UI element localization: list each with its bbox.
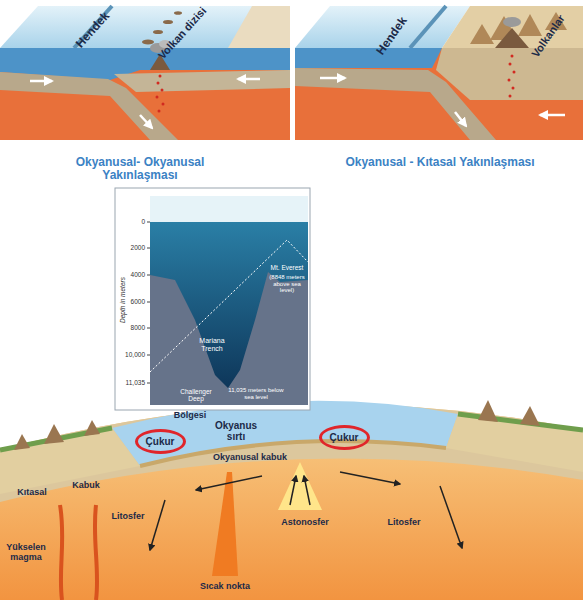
axis-tick: 2000 <box>131 244 145 251</box>
magma-label: Yükselen magma <box>1 543 51 563</box>
axis-tick: 11,035 <box>126 379 145 386</box>
lithosphere-label: Litosfer <box>111 512 144 522</box>
hotspot-label: Sıcak nokta <box>200 582 250 592</box>
axis-title: Depth in meters <box>119 277 126 323</box>
axis-tick: 10,000 <box>125 351 145 358</box>
zone-label: Bölgesi <box>174 411 207 421</box>
panel-caption: Okyanusal - Kıtasal Yakınlaşması <box>345 156 534 169</box>
lithosphere-label: Litosfer <box>387 518 420 528</box>
deep-note: 11,035 meters below sea level <box>226 387 286 400</box>
asthenosphere-label: Astonosfer <box>281 518 329 528</box>
deep-label: Challenger Deep <box>174 388 218 402</box>
crust-label: Kabuk <box>72 481 100 491</box>
crust-label: Okyanusal kabuk <box>213 453 287 463</box>
highlight-ellipse: Çukur <box>135 429 186 454</box>
highlight-ellipse: Çukur <box>319 425 370 450</box>
ocean-ocean-block <box>0 6 290 140</box>
trench-label: Çukur <box>146 436 175 447</box>
axis-tick: 0 <box>141 218 145 225</box>
trench-label: Çukur <box>330 432 359 443</box>
peak-label: Mt. Everest <box>271 264 304 271</box>
axis-tick: 4000 <box>131 271 145 278</box>
axis-tick: 8000 <box>131 324 145 331</box>
axis-tick: 6000 <box>131 298 145 305</box>
ridge-label: Okyanus sırtı <box>212 420 260 442</box>
panel-caption: Okyanusal- Okyanusal Yakınlaşması <box>40 156 240 182</box>
peak-note: (8848 meters above sea level) <box>266 274 308 294</box>
continent-label: Kıtasal <box>17 488 47 498</box>
depth-chart <box>115 188 310 410</box>
earth-cross-section <box>0 400 583 600</box>
ocean-continent-block <box>295 6 583 140</box>
trench-name: Mariana Trench <box>192 337 232 352</box>
